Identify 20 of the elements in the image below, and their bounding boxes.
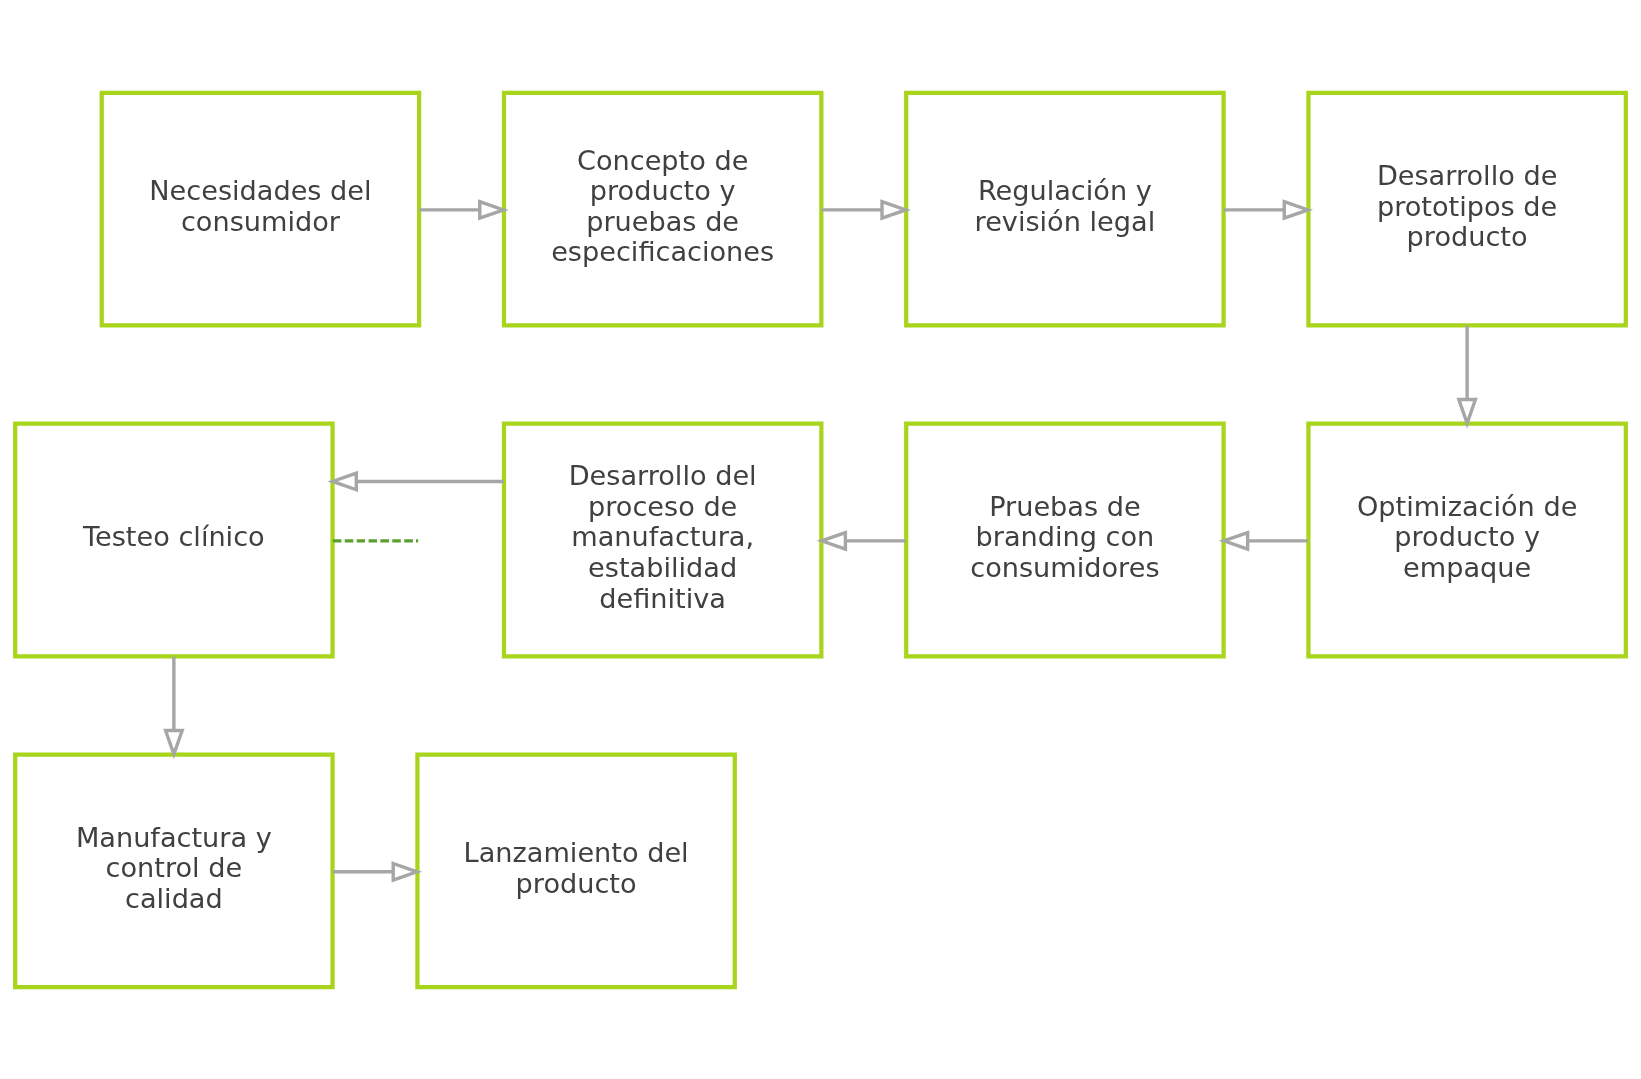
node-box: Desarrollo de prototipos de producto	[1306, 90, 1628, 327]
arrow	[1223, 198, 1314, 221]
node-box: Lanzamiento del producto	[415, 752, 737, 989]
arrow	[1456, 325, 1478, 428]
arrow	[332, 860, 423, 882]
arrow	[816, 529, 906, 552]
node-box: Desarrollo del proceso de manufactura, estabilidad definitiva	[501, 421, 824, 658]
node-box: Regulación y revisión legal	[904, 90, 1226, 327]
connector	[332, 538, 419, 543]
node-box: Pruebas de branding con consumidores	[904, 421, 1226, 658]
node-box: Testeo clínico	[13, 421, 335, 658]
node-box: Optimización de producto y empaque	[1306, 421, 1628, 658]
arrow	[419, 198, 509, 221]
arrow	[821, 198, 911, 221]
node-box: Necesidades del consumidor	[99, 90, 422, 327]
arrow	[163, 656, 185, 759]
arrow	[327, 470, 504, 492]
node-box: Concepto de producto y pruebas de especificaciones	[501, 90, 824, 327]
node-box: Manufactura y control de calidad	[13, 752, 335, 989]
arrow	[1218, 529, 1308, 552]
